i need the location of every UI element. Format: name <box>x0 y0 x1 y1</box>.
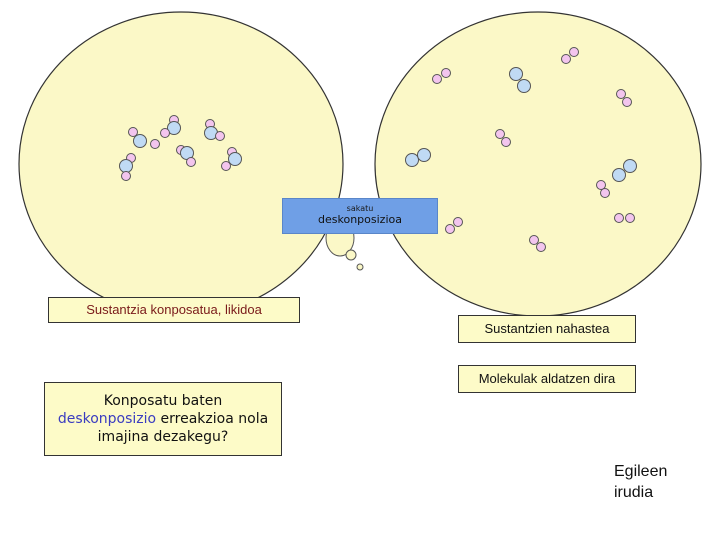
decompose-button-hint: sakatu <box>346 204 374 213</box>
molecule <box>204 119 225 141</box>
molecule <box>128 127 160 149</box>
image-credit: Egileen irudia <box>614 461 694 503</box>
molecule <box>119 153 136 181</box>
blue-pair <box>405 148 431 167</box>
pink-pair <box>616 89 632 107</box>
compound-label: Sustantzia konposatua, likidoa <box>48 297 300 323</box>
pink-pair <box>561 47 579 64</box>
molecules-change-label: Molekulak aldatzen dira <box>458 365 636 393</box>
mixture-molecules <box>405 47 637 252</box>
pink-pair <box>495 129 511 147</box>
credit-line2: irudia <box>614 484 654 501</box>
decompose-button[interactable]: sakatu deskonposizioa <box>282 198 438 234</box>
blue-pair <box>612 159 637 182</box>
blue-pair <box>509 67 531 93</box>
compound-container <box>18 11 344 317</box>
question-highlight: deskonposizio <box>57 411 157 427</box>
molecule <box>221 147 242 171</box>
mixture-container <box>374 11 702 317</box>
pink-pair <box>614 213 635 223</box>
mixture-label: Sustantzien nahastea <box>458 315 636 343</box>
pink-pair <box>445 217 463 234</box>
compound-molecules <box>119 115 242 181</box>
molecule <box>176 145 196 167</box>
pink-pair <box>596 180 610 198</box>
decompose-button-label: deskonposizioa <box>318 213 402 226</box>
molecule <box>160 115 181 138</box>
question-part2: erreakzioa nola imajina dezakegu? <box>97 411 269 445</box>
question-part1: Konposatu baten <box>103 393 223 409</box>
pink-pair <box>432 68 451 84</box>
pink-pair <box>529 235 546 252</box>
question-box: Konposatu baten deskonposizio erreakzioa… <box>44 382 282 456</box>
credit-line1: Egileen <box>614 463 668 480</box>
